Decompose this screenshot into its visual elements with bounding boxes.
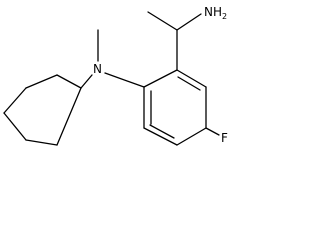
nh2-atom-label: NH2 <box>204 5 227 21</box>
bond-ch-methyl <box>147 11 178 31</box>
aminoethyl-group <box>147 11 202 71</box>
bond-aromatic-2 <box>176 69 207 88</box>
n-methyl-amine-bonds <box>80 29 145 89</box>
bond-ch-to-nh2 <box>176 13 202 31</box>
bond-aromatic-to-f <box>205 127 220 136</box>
nh2-subscript-label: 2 <box>222 12 227 21</box>
bond-n-to-aromatic <box>104 72 145 88</box>
bond-cyclohexyl-3 <box>3 87 27 114</box>
f-atom-label: F <box>221 131 228 145</box>
bond-cyclohexyl-1 <box>56 74 82 89</box>
n-atom-label: N <box>93 62 102 76</box>
bond-aromatic-5 <box>143 127 178 146</box>
bond-cyclohexyl-4 <box>3 112 27 141</box>
bond-aromatic-4 <box>176 127 207 146</box>
aromatic-ring <box>143 69 207 146</box>
bond-aromatic-1 <box>143 69 178 88</box>
nh2-main-label: NH <box>204 5 222 19</box>
molecule-structure: N NH2 F <box>3 5 228 146</box>
bond-cyclohexyl-2 <box>25 74 58 89</box>
double-bond-aromatic-2 <box>149 124 175 139</box>
bond-ring-to-n <box>80 74 93 89</box>
bond-cyclohexyl-6 <box>56 87 82 146</box>
bond-cyclohexyl-5 <box>25 139 58 146</box>
double-bond-aromatic-1 <box>177 76 201 91</box>
cyclohexyl-ring <box>3 74 82 146</box>
